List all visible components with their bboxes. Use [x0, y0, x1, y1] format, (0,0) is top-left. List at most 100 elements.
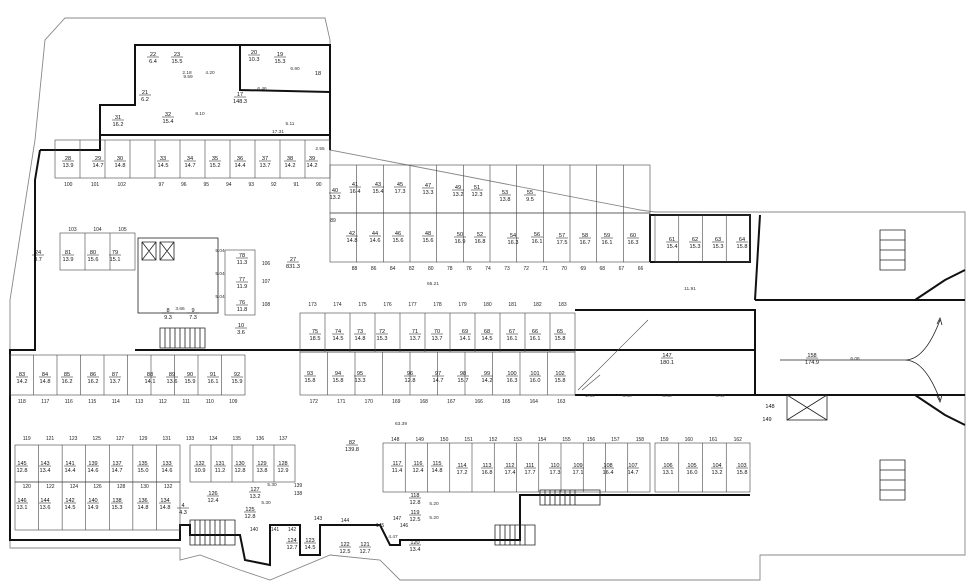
room-number: 22 — [150, 52, 156, 58]
room-area: 11.9 — [237, 284, 247, 290]
room-number: 145 — [17, 461, 26, 467]
room-number: 59 — [604, 233, 610, 239]
dimension-label: 8.10 — [195, 111, 205, 117]
bay-number: 183 — [558, 302, 567, 308]
dimension-label: 2.18 — [182, 70, 192, 76]
bay-number: 167 — [447, 399, 456, 405]
bay-number: 92 — [271, 182, 277, 188]
room-area: 12.4 — [208, 498, 219, 504]
room-area: 17.3 — [550, 470, 561, 476]
bay-number: 179 — [458, 302, 467, 308]
room-area: 14.7 — [185, 163, 196, 169]
bay-number: 89 — [330, 218, 336, 224]
room-area: 7.3 — [189, 315, 197, 321]
room-area: 14.8 — [347, 238, 358, 244]
room-area: 12.5 — [340, 549, 351, 555]
room-number: 116 — [414, 461, 423, 467]
bay-number: 173 — [308, 302, 317, 308]
bay-number: 126 — [93, 484, 102, 490]
room-area: 17.4 — [505, 470, 516, 476]
storage-rows — [9, 139, 751, 531]
room-number: 56 — [534, 232, 540, 238]
room-area: 13.7 — [110, 379, 121, 385]
room-number: 105 — [687, 463, 696, 469]
room-label: 97.3 — [187, 308, 199, 321]
room-area: 15.6 — [88, 257, 99, 263]
room-number: 40 — [332, 188, 338, 194]
bay-number: 68 — [600, 266, 606, 272]
room-area: 14.7 — [433, 378, 444, 384]
bay-number: 93 — [249, 182, 255, 188]
room-area: 9.3 — [164, 315, 172, 321]
bay-number: 127 — [116, 436, 125, 442]
bay-number: 170 — [365, 399, 374, 405]
room-number: 92 — [234, 372, 240, 378]
bay-number: 146 — [400, 523, 409, 529]
room-number: 81 — [65, 250, 71, 256]
room-number: 35 — [212, 156, 218, 162]
room-label: 149 — [762, 417, 771, 423]
room-area: 16.8 — [475, 239, 486, 245]
bay-number: 67 — [619, 266, 625, 272]
room-area: 13.6 — [167, 379, 178, 385]
room-area: 12.8 — [17, 468, 28, 474]
room-area: 13.7 — [432, 336, 443, 342]
room-number: 66 — [532, 329, 538, 335]
room-number: 148 — [765, 404, 774, 410]
room-area: 14.5 — [333, 336, 344, 342]
room-number: 113 — [483, 463, 492, 469]
dimension-label: 6.46 — [257, 86, 267, 92]
bay-number: 176 — [383, 302, 392, 308]
room-area: 12.7 — [360, 549, 371, 555]
bay-number: 142 — [288, 527, 297, 533]
room-area: 14.8 — [432, 468, 443, 474]
building-walls — [9, 44, 750, 567]
room-number: 38 — [287, 156, 293, 162]
dimension-label: 65.21 — [427, 281, 439, 287]
room-number: 83 — [19, 372, 25, 378]
room-number: 63 — [715, 237, 721, 243]
bay-number: 86 — [371, 266, 377, 272]
room-number: 87 — [112, 372, 118, 378]
room-label: 248.7 — [32, 250, 44, 263]
bay-number: 121 — [46, 436, 55, 442]
dimension-label: 6.58 — [622, 393, 632, 399]
room-number: 72 — [379, 329, 385, 335]
room-number: 27 — [290, 257, 296, 263]
room-number: 51 — [474, 185, 480, 191]
bay-number: 133 — [186, 436, 195, 442]
bay-number: 132 — [164, 484, 173, 490]
room-number: 127 — [250, 487, 259, 493]
interior-walls — [100, 45, 965, 396]
room-number: 24 — [35, 250, 41, 256]
room-area: 10.3 — [249, 57, 260, 63]
room-number: 21 — [142, 90, 148, 96]
room-area: 13.4 — [410, 547, 421, 553]
room-number: 98 — [460, 371, 466, 377]
bay-number: 160 — [685, 437, 694, 443]
room-number: 37 — [262, 156, 268, 162]
room-area: 15.8 — [333, 378, 344, 384]
bay-number: 161 — [709, 437, 718, 443]
bay-number: 162 — [734, 437, 743, 443]
room-area: 12.8 — [410, 500, 421, 506]
